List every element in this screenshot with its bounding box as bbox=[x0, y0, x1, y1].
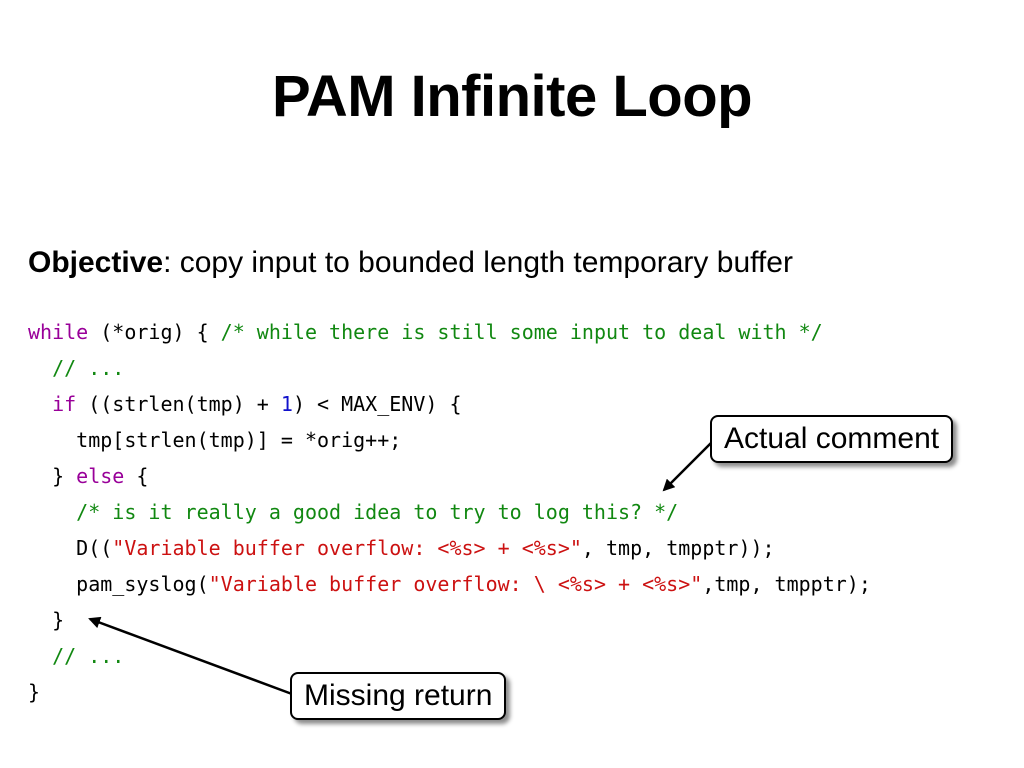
code-string: "Variable buffer overflow: \ <%s> + <%s>… bbox=[208, 572, 703, 596]
code-line: // ... bbox=[28, 638, 871, 674]
code-comment: /* while there is still some input to de… bbox=[220, 320, 823, 344]
code-block: while (*orig) { /* while there is still … bbox=[28, 314, 871, 710]
code-line: tmp[strlen(tmp)] = *orig++; bbox=[28, 422, 871, 458]
code-text: } bbox=[28, 680, 41, 704]
code-line: D(("Variable buffer overflow: <%s> + <%s… bbox=[28, 530, 871, 566]
code-text: } bbox=[28, 464, 77, 488]
code-text: ((strlen(tmp) + bbox=[76, 392, 281, 416]
callout-actual-comment: Actual comment bbox=[710, 415, 954, 463]
objective-text: : copy input to bounded length temporary… bbox=[163, 246, 793, 279]
code-line: } else { bbox=[28, 458, 871, 494]
code-comment: /* is it really a good idea to try to lo… bbox=[76, 500, 679, 524]
code-text bbox=[28, 356, 52, 380]
code-text bbox=[28, 392, 52, 416]
code-text: D(( bbox=[28, 536, 113, 560]
code-keyword: else bbox=[76, 464, 125, 488]
code-line: /* is it really a good idea to try to lo… bbox=[28, 494, 871, 530]
code-text: , tmp, tmpptr)); bbox=[581, 536, 775, 560]
code-line: if ((strlen(tmp) + 1) < MAX_ENV) { bbox=[28, 386, 871, 422]
code-text: } bbox=[28, 608, 65, 632]
code-keyword: while bbox=[28, 320, 89, 344]
objective-label: Objective bbox=[28, 246, 164, 279]
code-number: 1 bbox=[280, 392, 293, 416]
code-text: pam_syslog( bbox=[28, 572, 209, 596]
code-text bbox=[28, 644, 52, 668]
code-line: } bbox=[28, 674, 871, 710]
code-text: ,tmp, tmpptr); bbox=[702, 572, 871, 596]
code-text: tmp[strlen(tmp)] = *orig++; bbox=[28, 428, 402, 452]
code-comment: // ... bbox=[52, 644, 125, 668]
code-comment: // ... bbox=[52, 356, 125, 380]
code-text: ) < MAX_ENV) { bbox=[292, 392, 462, 416]
code-line: pam_syslog("Variable buffer overflow: \ … bbox=[28, 566, 871, 602]
objective-line: Objective: copy input to bounded length … bbox=[28, 243, 793, 283]
slide-title: PAM Infinite Loop bbox=[271, 64, 753, 129]
code-line: } bbox=[28, 602, 871, 638]
code-keyword: if bbox=[52, 392, 77, 416]
code-text: { bbox=[124, 464, 149, 488]
callout-missing-return: Missing return bbox=[290, 672, 507, 720]
code-string: "Variable buffer overflow: <%s> + <%s>" bbox=[112, 536, 582, 560]
code-line: // ... bbox=[28, 350, 871, 386]
code-line: while (*orig) { /* while there is still … bbox=[28, 314, 871, 350]
code-text bbox=[28, 500, 76, 524]
code-text: (*orig) { bbox=[88, 320, 221, 344]
